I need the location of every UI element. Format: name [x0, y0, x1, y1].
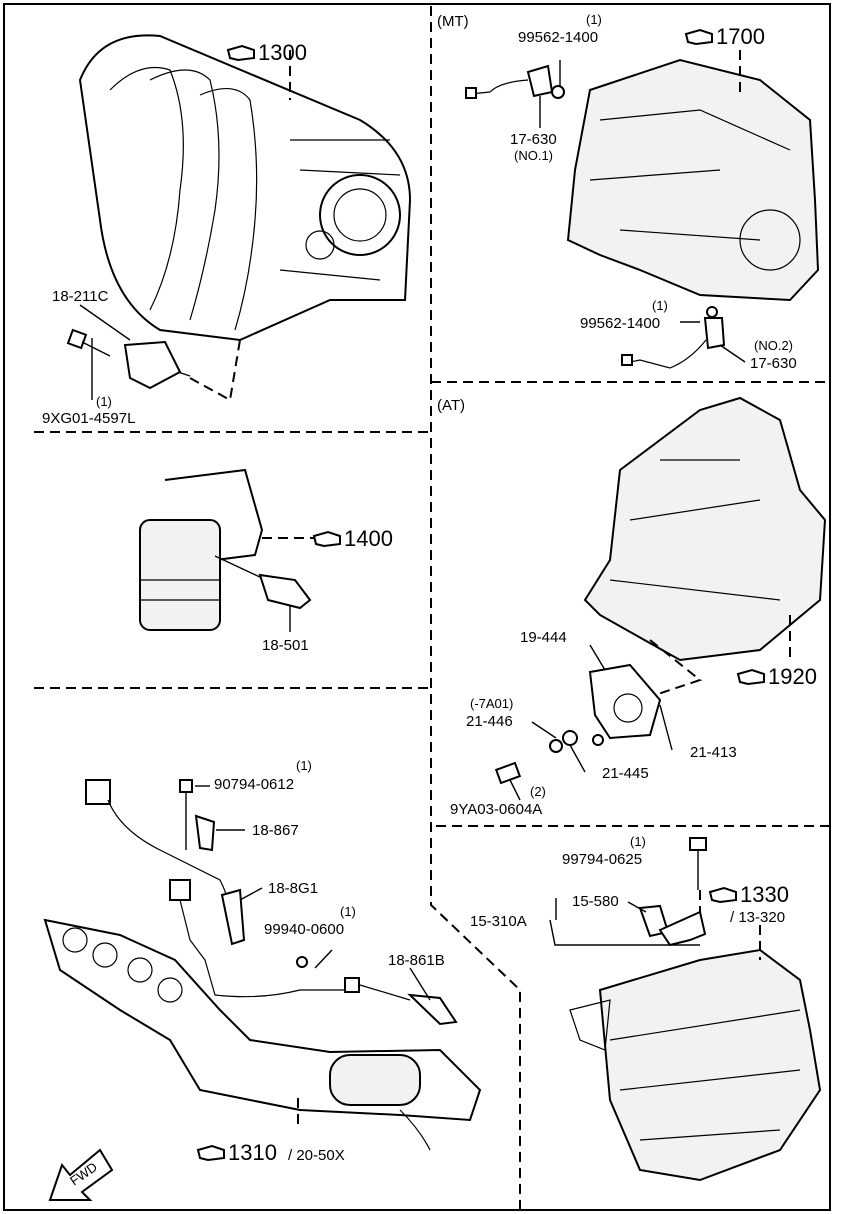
ref-1330-sub: / 13-320: [730, 909, 785, 926]
part-99562-1400-top[interactable]: 99562-1400: [518, 29, 598, 46]
air-cleaner-drawing: [549, 837, 822, 1182]
qty-9XG01: (1): [96, 394, 112, 409]
part-9XG01-4597L[interactable]: 9XG01-4597L: [42, 410, 135, 427]
qty-99562-top: (1): [586, 12, 602, 27]
part-19-444[interactable]: 19-444: [520, 629, 567, 646]
frame-border: [3, 3, 831, 1211]
map-sensor-drawing: [66, 50, 291, 402]
part-9YA03-0604A[interactable]: 9YA03-0604A: [450, 801, 542, 818]
part-number-labels: 18-211C (1) 9XG01-4597L (1) 99562-1400 1…: [42, 12, 797, 969]
qty-90794: (1): [296, 758, 312, 773]
mt-section-label: (MT): [437, 13, 469, 30]
qty-99794: (1): [630, 834, 646, 849]
ref-1310[interactable]: 1310: [228, 1140, 277, 1165]
automatic-transaxle-drawing: [494, 396, 827, 801]
part-99940-0600[interactable]: 99940-0600: [264, 921, 344, 938]
hand-pointer-icons: [196, 28, 765, 1162]
part-15-580[interactable]: 15-580: [572, 893, 619, 910]
ref-1330[interactable]: 1330: [740, 882, 789, 907]
hand-pointer-icon-1920: [736, 668, 765, 686]
hand-pointer-icon-1400: [312, 530, 341, 548]
ref-1310-sub: / 20-50X: [288, 1147, 345, 1164]
qty-99562-bot: (1): [652, 298, 668, 313]
part-18-867[interactable]: 18-867: [252, 822, 299, 839]
part-15-310A[interactable]: 15-310A: [470, 913, 527, 930]
part-90794-0612[interactable]: 90794-0612: [214, 776, 294, 793]
at-section-label: (AT): [437, 397, 465, 414]
section-dividers: [34, 6, 830, 1210]
part-21-446[interactable]: 21-446: [466, 713, 513, 730]
ref-1700[interactable]: 1700: [716, 24, 765, 49]
hand-pointer-icon-1330: [708, 886, 737, 904]
qty-99940: (1): [340, 904, 356, 919]
part-18-501[interactable]: 18-501: [262, 637, 309, 654]
ref-1300[interactable]: 1300: [258, 40, 307, 65]
intake-manifold-drawing: [78, 34, 412, 342]
oil-filter-drawing: [139, 468, 320, 632]
part-99562-1400-bot[interactable]: 99562-1400: [580, 315, 660, 332]
exhaust-manifold-drawing: [43, 779, 482, 1151]
no2-label: (NO.2): [754, 338, 793, 353]
hand-pointer-icon-1310: [196, 1144, 225, 1162]
reference-labels: (MT) (AT) 1300 1700 1400 1920 1330 / 13-…: [228, 13, 817, 1165]
part-7A01: (-7A01): [470, 696, 513, 711]
no1-label: (NO.1): [514, 148, 553, 163]
hand-pointer-icon-1700: [684, 28, 713, 46]
hand-pointer-icon-1300: [226, 44, 255, 62]
fwd-arrow: FWD: [48, 1148, 114, 1201]
part-17-630-bot[interactable]: 17-630: [750, 355, 797, 372]
part-21-445[interactable]: 21-445: [602, 765, 649, 782]
part-99794-0625[interactable]: 99794-0625: [562, 851, 642, 868]
part-21-413[interactable]: 21-413: [690, 744, 737, 761]
part-18-861B[interactable]: 18-861B: [388, 952, 445, 969]
qty-9YA03: (2): [530, 784, 546, 799]
part-18-8G1[interactable]: 18-8G1: [268, 880, 318, 897]
ref-1920[interactable]: 1920: [768, 664, 817, 689]
ref-1400[interactable]: 1400: [344, 526, 393, 551]
part-17-630-top[interactable]: 17-630: [510, 131, 557, 148]
part-18-211C[interactable]: 18-211C: [52, 288, 109, 305]
manual-transaxle-drawing: [465, 50, 820, 369]
